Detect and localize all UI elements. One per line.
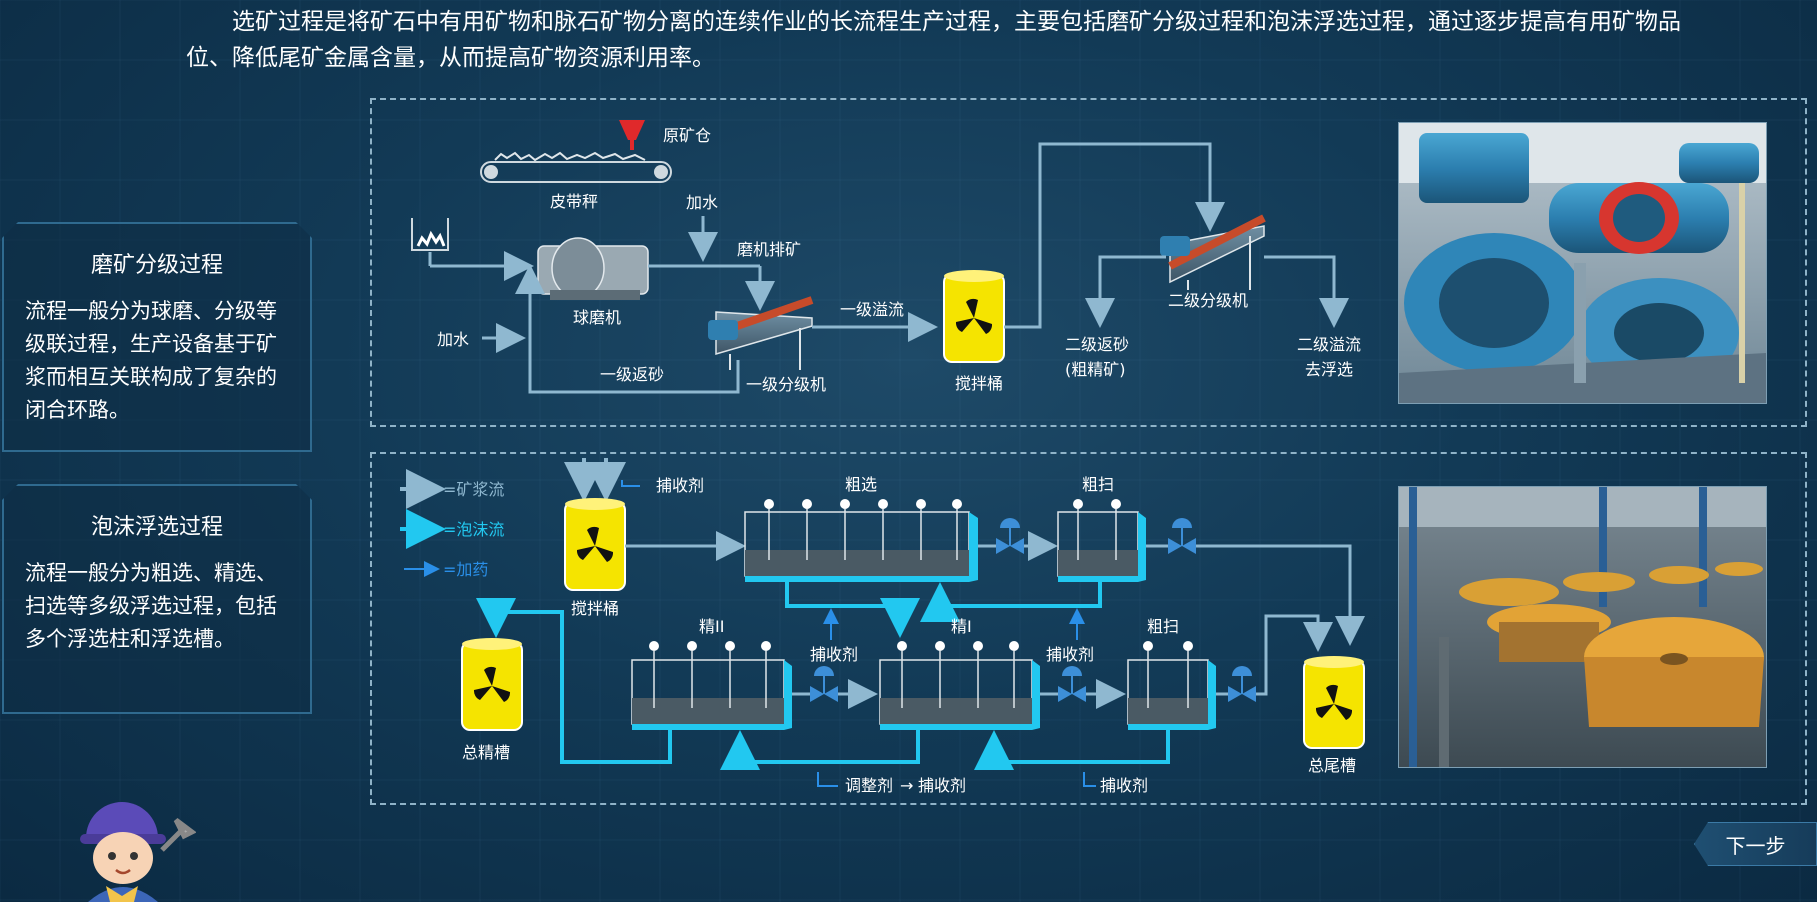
mill-discharge-label: 磨机排矿 — [737, 240, 801, 259]
secondary-return-note: (粗精矿) — [1065, 360, 1126, 379]
concentrate-tank-label: 总精槽 — [462, 743, 510, 762]
flotation-plant-photo — [1398, 486, 1767, 768]
grinding-flow: 原矿仓 皮带秤 加水 加水 球磨机 磨机排矿 — [411, 120, 1361, 394]
grinding-diagram-frame — [370, 98, 1807, 427]
flotation-flow: =矿浆流 =泡沫流 =加药 捕收剂 搅拌桶 粗选 — [400, 458, 1365, 795]
regulator-arrow-icon: → — [900, 776, 913, 795]
cleaner-2-cell-bank-icon — [631, 641, 792, 730]
to-flotation-label: 去浮选 — [1305, 360, 1353, 379]
rougher-cell-bank-icon — [744, 499, 978, 582]
valve-icon-1 — [996, 518, 1024, 554]
regulator-label: 调整剂 — [845, 776, 893, 795]
collector-bottom-right-label: 捕收剂 — [1100, 776, 1148, 795]
flotation-stirring-tank-icon — [564, 498, 626, 591]
grinding-info-panel: 磨矿分级过程 流程一般分为球磨、分级等级联过程，生产设备基于矿浆而相互关联构成了… — [2, 222, 312, 452]
grinding-stirring-tank-icon — [943, 270, 1005, 363]
tailings-tank-label: 总尾槽 — [1308, 756, 1356, 775]
concentrate-tank-icon — [461, 638, 523, 731]
legend-froth-label: =泡沫流 — [443, 520, 504, 539]
next-step-button[interactable]: 下一步 — [1694, 822, 1817, 866]
ball-mill-icon — [537, 237, 649, 300]
ball-mill-label: 球磨机 — [573, 308, 621, 327]
ore-bin-outlet — [630, 140, 634, 150]
grinding-plant-photo — [1398, 122, 1767, 404]
add-water-label-1: 加水 — [686, 193, 718, 212]
flotation-stirring-tank-label: 搅拌桶 — [571, 599, 619, 618]
add-water-label-2: 加水 — [437, 330, 469, 349]
scavenger-cell-bank-icon — [1127, 641, 1216, 730]
valve-icon-3 — [810, 666, 838, 702]
flotation-panel-body: 流程一般分为粗选、精选、扫选等多级浮选过程，包括多个浮选柱和浮选槽。 — [25, 561, 277, 651]
cleaner-2-label: 精II — [699, 617, 724, 636]
belt-scale-label: 皮带秤 — [550, 192, 598, 211]
valve-icon-4 — [1058, 666, 1086, 702]
ore-bin-icon — [619, 120, 645, 140]
primary-classifier-label: 一级分级机 — [746, 375, 826, 394]
collector-left-label: 捕收剂 — [810, 645, 858, 664]
valve-icon-5 — [1228, 666, 1256, 702]
cleaner-1-label: 精I — [951, 617, 972, 636]
secondary-classifier-label: 二级分级机 — [1168, 291, 1248, 310]
grinding-panel-body: 流程一般分为球磨、分级等级联过程，生产设备基于矿浆而相互关联构成了复杂的闭合环路… — [25, 299, 277, 422]
secondary-classifier-icon — [1160, 214, 1266, 290]
worker-mascot-icon — [80, 802, 196, 902]
collector-bottom-label: 捕收剂 — [918, 776, 966, 795]
rougher-label: 粗选 — [845, 475, 877, 494]
tailings-tank-icon — [1303, 656, 1365, 749]
primary-return-label: 一级返砂 — [600, 365, 664, 384]
flotation-panel-title: 泡沫浮选过程 — [90, 515, 223, 540]
legend-slurry-label: =矿浆流 — [443, 480, 504, 499]
secondary-return-label: 二级返砂 — [1065, 335, 1129, 354]
primary-classifier-icon — [708, 296, 814, 370]
primary-overflow-label: 一级溢流 — [840, 300, 904, 319]
grinding-panel-title: 磨矿分级过程 — [90, 253, 223, 278]
legend-dosing-label: =加药 — [443, 560, 488, 579]
ore-bin-label: 原矿仓 — [663, 126, 711, 145]
cleaner-1-cell-bank-icon — [879, 641, 1040, 730]
collector-top-label: 捕收剂 — [656, 476, 704, 495]
valve-icon-2 — [1168, 518, 1196, 554]
rough-scavenger-label: 粗扫 — [1082, 475, 1114, 494]
scavenger-label: 粗扫 — [1147, 617, 1179, 636]
flotation-diagram-frame — [370, 452, 1807, 805]
flotation-info-panel: 泡沫浮选过程 流程一般分为粗选、精选、扫选等多级浮选过程，包括多个浮选柱和浮选槽… — [2, 484, 312, 714]
rough-scavenger-cell-bank-icon — [1057, 499, 1146, 582]
intro-paragraph: 选矿过程是将矿石中有用矿物和脉石矿物分离的连续作业的长流程生产过程，主要包括磨矿… — [186, 9, 1681, 71]
raw-ore-hopper-icon — [411, 218, 449, 251]
collector-mid-label: 捕收剂 — [1046, 645, 1094, 664]
secondary-overflow-label: 二级溢流 — [1297, 335, 1361, 354]
grinding-stirring-tank-label: 搅拌桶 — [955, 374, 1003, 393]
belt-scale-icon — [480, 151, 672, 183]
